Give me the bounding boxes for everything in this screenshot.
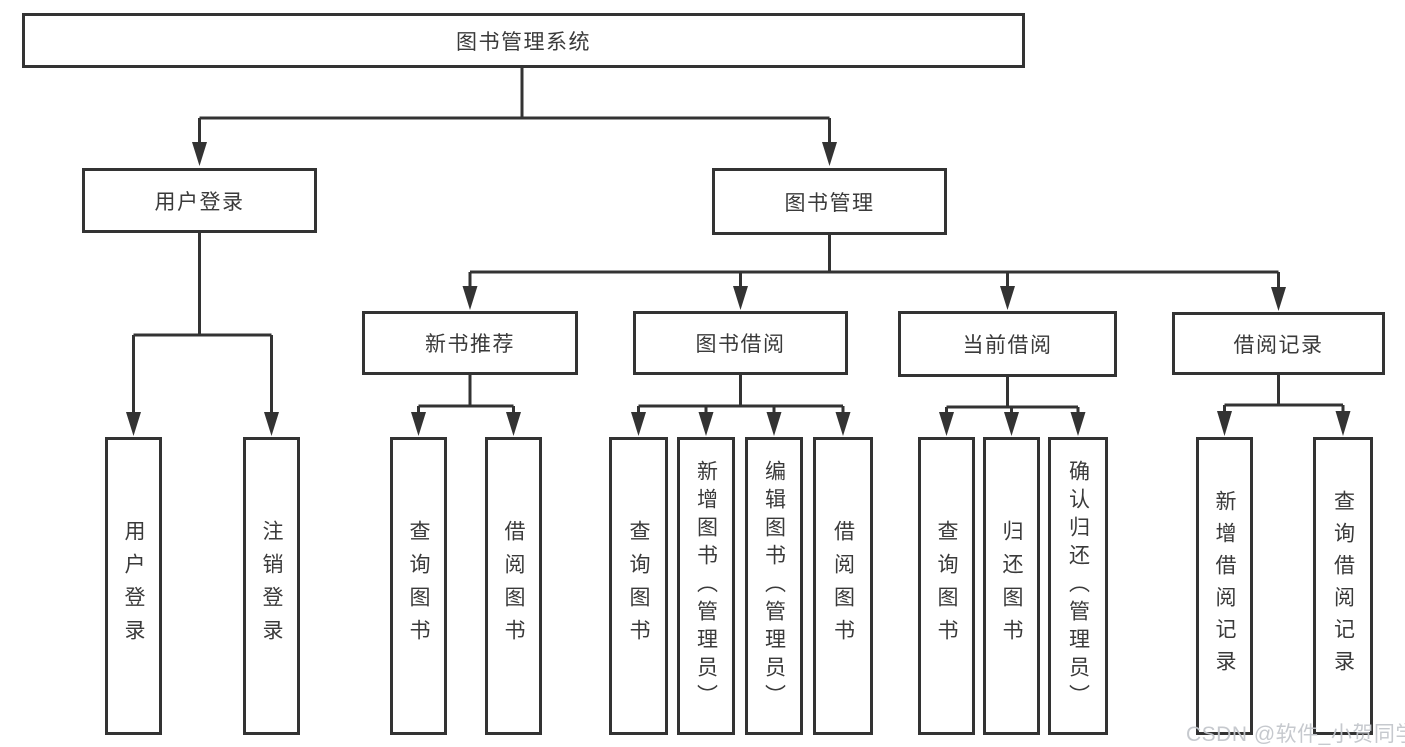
leaf-query-book-recommend: 查询图书 bbox=[390, 437, 447, 735]
node-label: 用户登录 bbox=[154, 190, 245, 214]
csdn-watermark: CSDN @软件_小贺同学 bbox=[1186, 723, 1405, 746]
node-label: 用户登录 bbox=[122, 520, 145, 652]
node-label: 图书借阅 bbox=[695, 333, 786, 356]
node-library-management-system: 图书管理系统 bbox=[22, 13, 1025, 68]
node-label: 查询图书 bbox=[407, 520, 430, 652]
arrowhead bbox=[126, 412, 141, 436]
arrowhead bbox=[631, 412, 646, 436]
connector-current-borrow-to-leaves bbox=[939, 377, 1086, 436]
connector-new-book-to-leaves bbox=[411, 375, 521, 436]
node-label: 归还图书 bbox=[1000, 520, 1023, 652]
node-current-borrow: 当前借阅 bbox=[898, 311, 1117, 377]
node-book-management: 图书管理 bbox=[712, 168, 947, 235]
arrowhead bbox=[939, 412, 954, 436]
node-label: 借阅记录 bbox=[1233, 333, 1324, 357]
arrowhead bbox=[1004, 412, 1019, 436]
connector-book-borrow-to-leaves bbox=[631, 375, 851, 436]
leaf-user-login: 用户登录 bbox=[105, 437, 162, 735]
node-label: 借阅图书 bbox=[502, 520, 525, 652]
arrowhead bbox=[411, 412, 426, 436]
arrowhead bbox=[506, 412, 521, 436]
node-label: 编辑图书（管理员） bbox=[762, 460, 786, 712]
node-user-login: 用户登录 bbox=[82, 168, 317, 233]
arrowhead bbox=[1217, 411, 1232, 436]
arrowhead bbox=[733, 286, 748, 310]
leaf-query-book-current: 查询图书 bbox=[918, 437, 975, 735]
arrowhead bbox=[192, 142, 207, 166]
node-label: 新书推荐 bbox=[425, 333, 515, 356]
node-label: 当前借阅 bbox=[962, 334, 1053, 357]
leaf-query-borrow-record: 查询借阅记录 bbox=[1313, 437, 1373, 735]
connector-user-login-to-leaves bbox=[126, 233, 279, 436]
arrowhead bbox=[822, 142, 837, 166]
node-label: 查询图书 bbox=[627, 520, 650, 652]
node-label: 查询借阅记录 bbox=[1331, 490, 1355, 682]
node-label: 新增图书（管理员） bbox=[694, 460, 718, 712]
leaf-borrow-book-recommend: 借阅图书 bbox=[485, 437, 542, 735]
node-label: 注销登录 bbox=[260, 520, 283, 652]
leaf-query-book-borrow: 查询图书 bbox=[609, 437, 668, 735]
leaf-add-borrow-record: 新增借阅记录 bbox=[1196, 437, 1253, 735]
connector-book-management-to-level3 bbox=[462, 235, 1286, 311]
node-label: 图书管理 bbox=[784, 191, 875, 215]
node-book-borrow: 图书借阅 bbox=[633, 311, 848, 375]
node-label: 确认归还（管理员） bbox=[1066, 460, 1090, 712]
arrowhead bbox=[1335, 411, 1351, 436]
arrowhead bbox=[766, 412, 782, 436]
node-label: 新增借阅记录 bbox=[1213, 490, 1236, 682]
node-new-book-recommend: 新书推荐 bbox=[362, 311, 578, 375]
node-label: 查询图书 bbox=[935, 520, 958, 652]
node-label: 借阅图书 bbox=[831, 520, 855, 652]
leaf-logout: 注销登录 bbox=[243, 437, 300, 735]
connector-borrow-record-to-leaves bbox=[1217, 375, 1351, 436]
arrowhead bbox=[698, 412, 714, 436]
arrowhead bbox=[835, 412, 851, 436]
arrowhead bbox=[1070, 412, 1086, 436]
arrowhead bbox=[1271, 287, 1286, 311]
arrowhead bbox=[462, 286, 478, 310]
leaf-confirm-return-admin: 确认归还（管理员） bbox=[1048, 437, 1108, 735]
leaf-return-book: 归还图书 bbox=[983, 437, 1040, 735]
arrowhead bbox=[264, 412, 279, 436]
connector-root-to-level2 bbox=[192, 68, 837, 166]
node-borrow-record: 借阅记录 bbox=[1172, 312, 1385, 375]
leaf-add-book-admin: 新增图书（管理员） bbox=[677, 437, 735, 735]
node-label: 图书管理系统 bbox=[456, 30, 591, 54]
leaf-edit-book-admin: 编辑图书（管理员） bbox=[745, 437, 803, 735]
leaf-borrow-book: 借阅图书 bbox=[813, 437, 873, 735]
arrowhead bbox=[1000, 286, 1015, 310]
